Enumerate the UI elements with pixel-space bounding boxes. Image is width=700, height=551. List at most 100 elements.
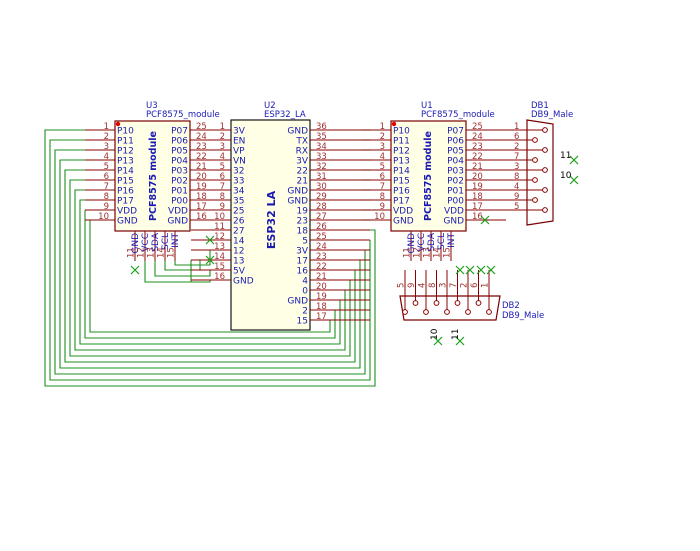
wire-u3-bottom xyxy=(154,261,211,277)
u3-title: PCF8575 module xyxy=(148,131,159,221)
u1-pin-number: 3 xyxy=(380,142,385,152)
no-connect-marker xyxy=(455,336,465,346)
u3-pin-name: P06 xyxy=(171,136,188,146)
u1-pin-name: VDD xyxy=(444,206,464,216)
u1-pin-number: 1 xyxy=(380,122,385,132)
u1-pin-number: 12 xyxy=(413,247,423,258)
u2-pin-number: 12 xyxy=(214,232,225,242)
u1-pin-number: 6 xyxy=(380,172,385,182)
u2-ref: U2 xyxy=(264,101,276,111)
u1-pin-name: P06 xyxy=(447,136,464,146)
u2-pin-name: 15 xyxy=(297,316,308,326)
u1-pin-name: P17 xyxy=(393,196,410,206)
db2-pin-number: 5 xyxy=(397,283,407,288)
u1-pin-number: 10 xyxy=(374,212,385,222)
u2-pin-name: 27 xyxy=(233,226,244,236)
u1-pin-name: P14 xyxy=(393,166,410,176)
u1-pin-name: P15 xyxy=(393,176,410,186)
u1-pin-name: P01 xyxy=(447,186,464,196)
u2-pin-number: 4 xyxy=(220,152,225,162)
u3-pin-name: GND xyxy=(131,233,141,254)
u2-pin-number: 21 xyxy=(316,272,327,282)
u1-pin-name: INT xyxy=(447,233,457,248)
u2-pin-number: 32 xyxy=(316,162,327,172)
u2-pin-number: 25 xyxy=(316,232,327,242)
u3-pin-number: 10 xyxy=(98,212,109,222)
u1-pin-number: 14 xyxy=(433,247,443,258)
u2-pin-number: 15 xyxy=(214,262,225,272)
u3-pin-name: P04 xyxy=(171,156,188,166)
u3-pin-name: VCC xyxy=(141,233,151,252)
no-connect-marker xyxy=(465,265,475,275)
u2-pin-number: 35 xyxy=(316,132,327,142)
u3-pin-name: P05 xyxy=(171,146,188,156)
db1-pin-number: 2 xyxy=(514,142,519,152)
u3-pin-name: SCL xyxy=(161,233,171,250)
u2-pin-name: 16 xyxy=(297,266,309,276)
u2-pin-name: 14 xyxy=(233,236,245,246)
u3-pin-number: 20 xyxy=(196,172,207,182)
u1-pin-name: SCL xyxy=(437,233,447,250)
no-connect-marker xyxy=(569,155,579,165)
u1-pin-number: 25 xyxy=(472,122,483,132)
u2-pin-name: EN xyxy=(233,136,245,146)
u2-pin-number: 13 xyxy=(214,242,225,252)
u2-title: ESP32 LA xyxy=(265,190,278,249)
u1-pin-number: 19 xyxy=(472,182,483,192)
u3-pin-name: P03 xyxy=(171,166,188,176)
u3-pin-number: 25 xyxy=(196,122,207,132)
u2-pin-name: 13 xyxy=(233,256,244,266)
u2-pin-name: 19 xyxy=(297,206,309,216)
u2-pin-name: 3V xyxy=(296,156,309,166)
u1-pin-number: 18 xyxy=(472,192,483,202)
no-connect-marker xyxy=(476,265,486,275)
no-connect-marker xyxy=(205,235,215,245)
u1-pin-number: 22 xyxy=(472,152,483,162)
u3-pin-name: VDD xyxy=(117,206,137,216)
u1-pin-number: 16 xyxy=(472,212,483,222)
u3-pin-name: P01 xyxy=(171,186,188,196)
db1-ref: DB1 xyxy=(531,101,549,111)
u3-pin-number: 3 xyxy=(104,142,109,152)
u2-pin-name: 17 xyxy=(297,256,308,266)
u3-pin-name: GND xyxy=(167,216,188,226)
u1-pin-name: P04 xyxy=(447,156,464,166)
u2-pin-name: RX xyxy=(296,146,308,156)
u3-pin-number: 5 xyxy=(104,162,109,172)
u1-pin-name: GND xyxy=(443,216,464,226)
u2-pin-name: GND xyxy=(287,186,308,196)
u3-value: PCF8575_module xyxy=(146,110,220,120)
u3-pin-number: 11 xyxy=(127,247,137,258)
u3-pin-number: 24 xyxy=(196,132,207,142)
u3-pin-name: P15 xyxy=(117,176,134,186)
u1-pin-name: SDA xyxy=(427,232,437,251)
db1-pin-number: 5 xyxy=(514,202,519,212)
u3-pin-number: 6 xyxy=(104,172,109,182)
u2-pin-number: 24 xyxy=(316,242,327,252)
u1-title: PCF8575 module xyxy=(423,131,434,221)
u2-pin-name: VP xyxy=(233,146,245,156)
u1-pin-name: P05 xyxy=(447,146,464,156)
wire-loop xyxy=(85,219,370,333)
u2-pin-number: 34 xyxy=(316,142,327,152)
no-connect-marker xyxy=(569,175,579,185)
no-connect-markers xyxy=(130,155,579,346)
u2-pin-number: 9 xyxy=(220,202,225,212)
u1-pin-name: GND xyxy=(393,216,414,226)
u2-pin-number: 33 xyxy=(316,152,327,162)
net-label: 10 xyxy=(430,328,440,340)
u1-pin-name: GND xyxy=(407,233,417,254)
u2-pin-number: 36 xyxy=(316,122,327,132)
wire-u3-bottom xyxy=(144,260,192,283)
u3-pin-number: 2 xyxy=(104,132,109,142)
u3-pin-number: 14 xyxy=(157,247,167,258)
u1-right-pins: 25P0724P0623P0522P0421P0320P0219P0118P00… xyxy=(443,122,506,226)
u1-pin-number: 5 xyxy=(380,162,385,172)
db1-pin-number: 6 xyxy=(514,132,519,142)
